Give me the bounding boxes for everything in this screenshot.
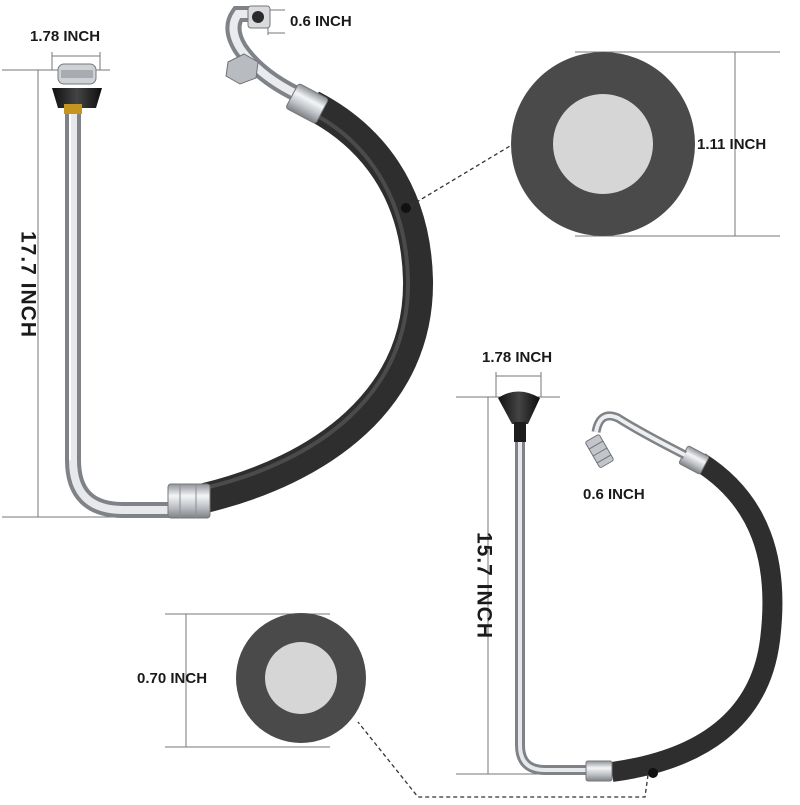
hose-a-cap-width-label: 1.78 INCH [30, 28, 101, 45]
hose-a-top-cap [52, 63, 102, 114]
hose-a-fitting-opening [252, 11, 264, 23]
hose-a [2, 5, 780, 519]
hose-b-length-label: 15.7 INCH [472, 531, 496, 640]
hose-b-top-fitting [585, 411, 688, 468]
hose-a-dimension-lines [2, 8, 780, 518]
hose-b-funnel-cap [498, 391, 540, 442]
hose-b-cross-section-label: 0.70 INCH [137, 670, 208, 687]
hose-b-cross-section [236, 613, 366, 743]
hose-a-metal-tube [65, 112, 172, 518]
hose-b-metal-tube [515, 438, 590, 775]
hose-a-rubber-hose [201, 91, 434, 513]
hose-b-dimension-lines [165, 372, 590, 775]
hose-a-cross-section [511, 52, 695, 236]
hose-a-fitting-label: 0.6 INCH [290, 13, 352, 30]
hose-b-rubber-hose [610, 453, 783, 782]
hose-b-bottom-ferrule [585, 760, 613, 782]
hose-b [165, 372, 783, 798]
hose-a-bottom-ferrule [167, 483, 211, 519]
hose-b-cap-width-label: 1.78 INCH [482, 349, 553, 366]
hose-b-fitting-label: 0.6 INCH [583, 486, 645, 503]
hose-a-top-fitting [225, 5, 329, 124]
hose-a-cross-section-label: 1.11 INCH [697, 136, 767, 153]
hose-a-length-label: 17.7 INCH [16, 230, 40, 339]
